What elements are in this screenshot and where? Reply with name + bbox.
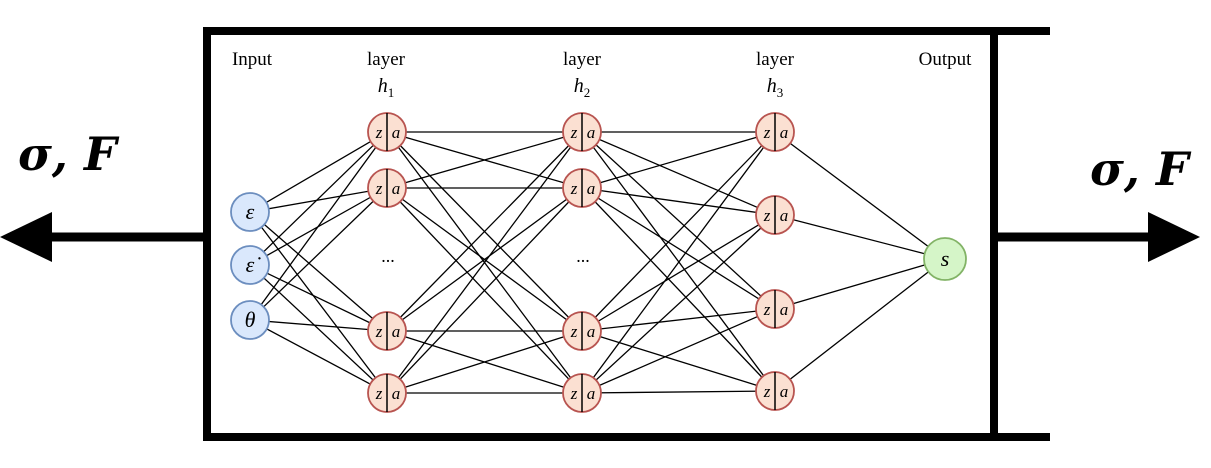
neuron-z-label: z bbox=[570, 322, 578, 341]
layer-h3-symbol: h3 bbox=[767, 75, 784, 100]
connection-line bbox=[581, 187, 776, 392]
connection-line bbox=[249, 211, 388, 332]
layer-h2-ellipsis: ... bbox=[576, 246, 590, 266]
connection-line bbox=[249, 211, 388, 394]
connection-line bbox=[581, 308, 776, 394]
connection-line bbox=[581, 187, 776, 310]
neuron-a-label: a bbox=[587, 384, 596, 403]
connection-line bbox=[581, 187, 776, 216]
neuron-a-label: a bbox=[780, 382, 789, 401]
specimen-frame bbox=[203, 27, 1050, 441]
connection-line bbox=[386, 131, 583, 394]
connection-line bbox=[774, 258, 946, 392]
input-node-label: ε bbox=[246, 199, 255, 224]
connection-line bbox=[581, 131, 776, 216]
neuron-a-label: a bbox=[392, 179, 401, 198]
connection-line bbox=[249, 264, 388, 394]
neuron-z-label: z bbox=[375, 322, 383, 341]
connection-line bbox=[386, 131, 583, 189]
connection-line bbox=[386, 187, 583, 332]
neuron-z-label: z bbox=[763, 206, 771, 225]
neuron-z-label: z bbox=[570, 384, 578, 403]
connection-line bbox=[774, 258, 946, 310]
left-force-arrow bbox=[0, 212, 207, 262]
neuron-a-label: a bbox=[780, 300, 789, 319]
input-node: ε̇ bbox=[230, 245, 270, 285]
neuron-z-label: z bbox=[763, 382, 771, 401]
neuron-z-label: z bbox=[375, 179, 383, 198]
layer-h2-label: layer bbox=[563, 49, 602, 70]
right-load-label: σ, F bbox=[1090, 142, 1192, 196]
output-column-label: Output bbox=[919, 49, 973, 70]
connection-line bbox=[249, 131, 388, 266]
layer-h1-symbol: h1 bbox=[378, 75, 395, 100]
input-column-label: Input bbox=[232, 49, 273, 70]
connection-line bbox=[386, 131, 583, 332]
right-force-arrow bbox=[994, 212, 1200, 262]
neuron-z-label: z bbox=[375, 384, 383, 403]
connections bbox=[249, 131, 946, 394]
connection-line bbox=[581, 214, 776, 394]
neuron-a-label: a bbox=[392, 322, 401, 341]
neuron-a-label: a bbox=[587, 179, 596, 198]
connection-line bbox=[386, 187, 583, 394]
connection-line bbox=[249, 131, 388, 321]
left-load-label: σ, F bbox=[18, 127, 120, 181]
connection-line bbox=[249, 264, 388, 332]
layer-h3-label: layer bbox=[756, 49, 795, 70]
neuron-z-label: z bbox=[763, 123, 771, 142]
neuron-a-label: a bbox=[780, 123, 789, 142]
neuron-a-label: a bbox=[780, 206, 789, 225]
connection-line bbox=[581, 131, 776, 394]
layer-h1-ellipsis: ... bbox=[381, 246, 395, 266]
connection-line bbox=[581, 131, 776, 310]
connection-line bbox=[581, 390, 776, 394]
neuron-a-label: a bbox=[392, 123, 401, 142]
connection-line bbox=[249, 187, 388, 321]
connection-line bbox=[386, 330, 583, 394]
connection-line bbox=[581, 131, 776, 332]
layer-h2-symbol: h2 bbox=[574, 75, 591, 100]
output-node-label: s bbox=[941, 246, 950, 271]
connection-line bbox=[581, 131, 776, 189]
input-node: θ bbox=[230, 300, 270, 340]
neuron-z-label: z bbox=[763, 300, 771, 319]
connection-line bbox=[249, 187, 388, 213]
output-node: s bbox=[923, 237, 967, 281]
connection-line bbox=[581, 214, 776, 332]
neuron-z-label: z bbox=[570, 123, 578, 142]
input-node: ε bbox=[230, 192, 270, 232]
neuron-a-label: a bbox=[392, 384, 401, 403]
connection-line bbox=[249, 319, 388, 332]
neuron-a-label: a bbox=[587, 123, 596, 142]
connection-line bbox=[581, 330, 776, 392]
neuron-z-label: z bbox=[375, 123, 383, 142]
connection-line bbox=[249, 131, 388, 213]
connection-line bbox=[249, 319, 388, 394]
neuron-z-label: z bbox=[570, 179, 578, 198]
connection-line bbox=[774, 214, 946, 260]
connection-line bbox=[581, 308, 776, 332]
neuron-a-label: a bbox=[587, 322, 596, 341]
layer-h1-label: layer bbox=[367, 49, 406, 70]
connection-line bbox=[774, 131, 946, 260]
input-node-label: θ bbox=[245, 307, 256, 332]
